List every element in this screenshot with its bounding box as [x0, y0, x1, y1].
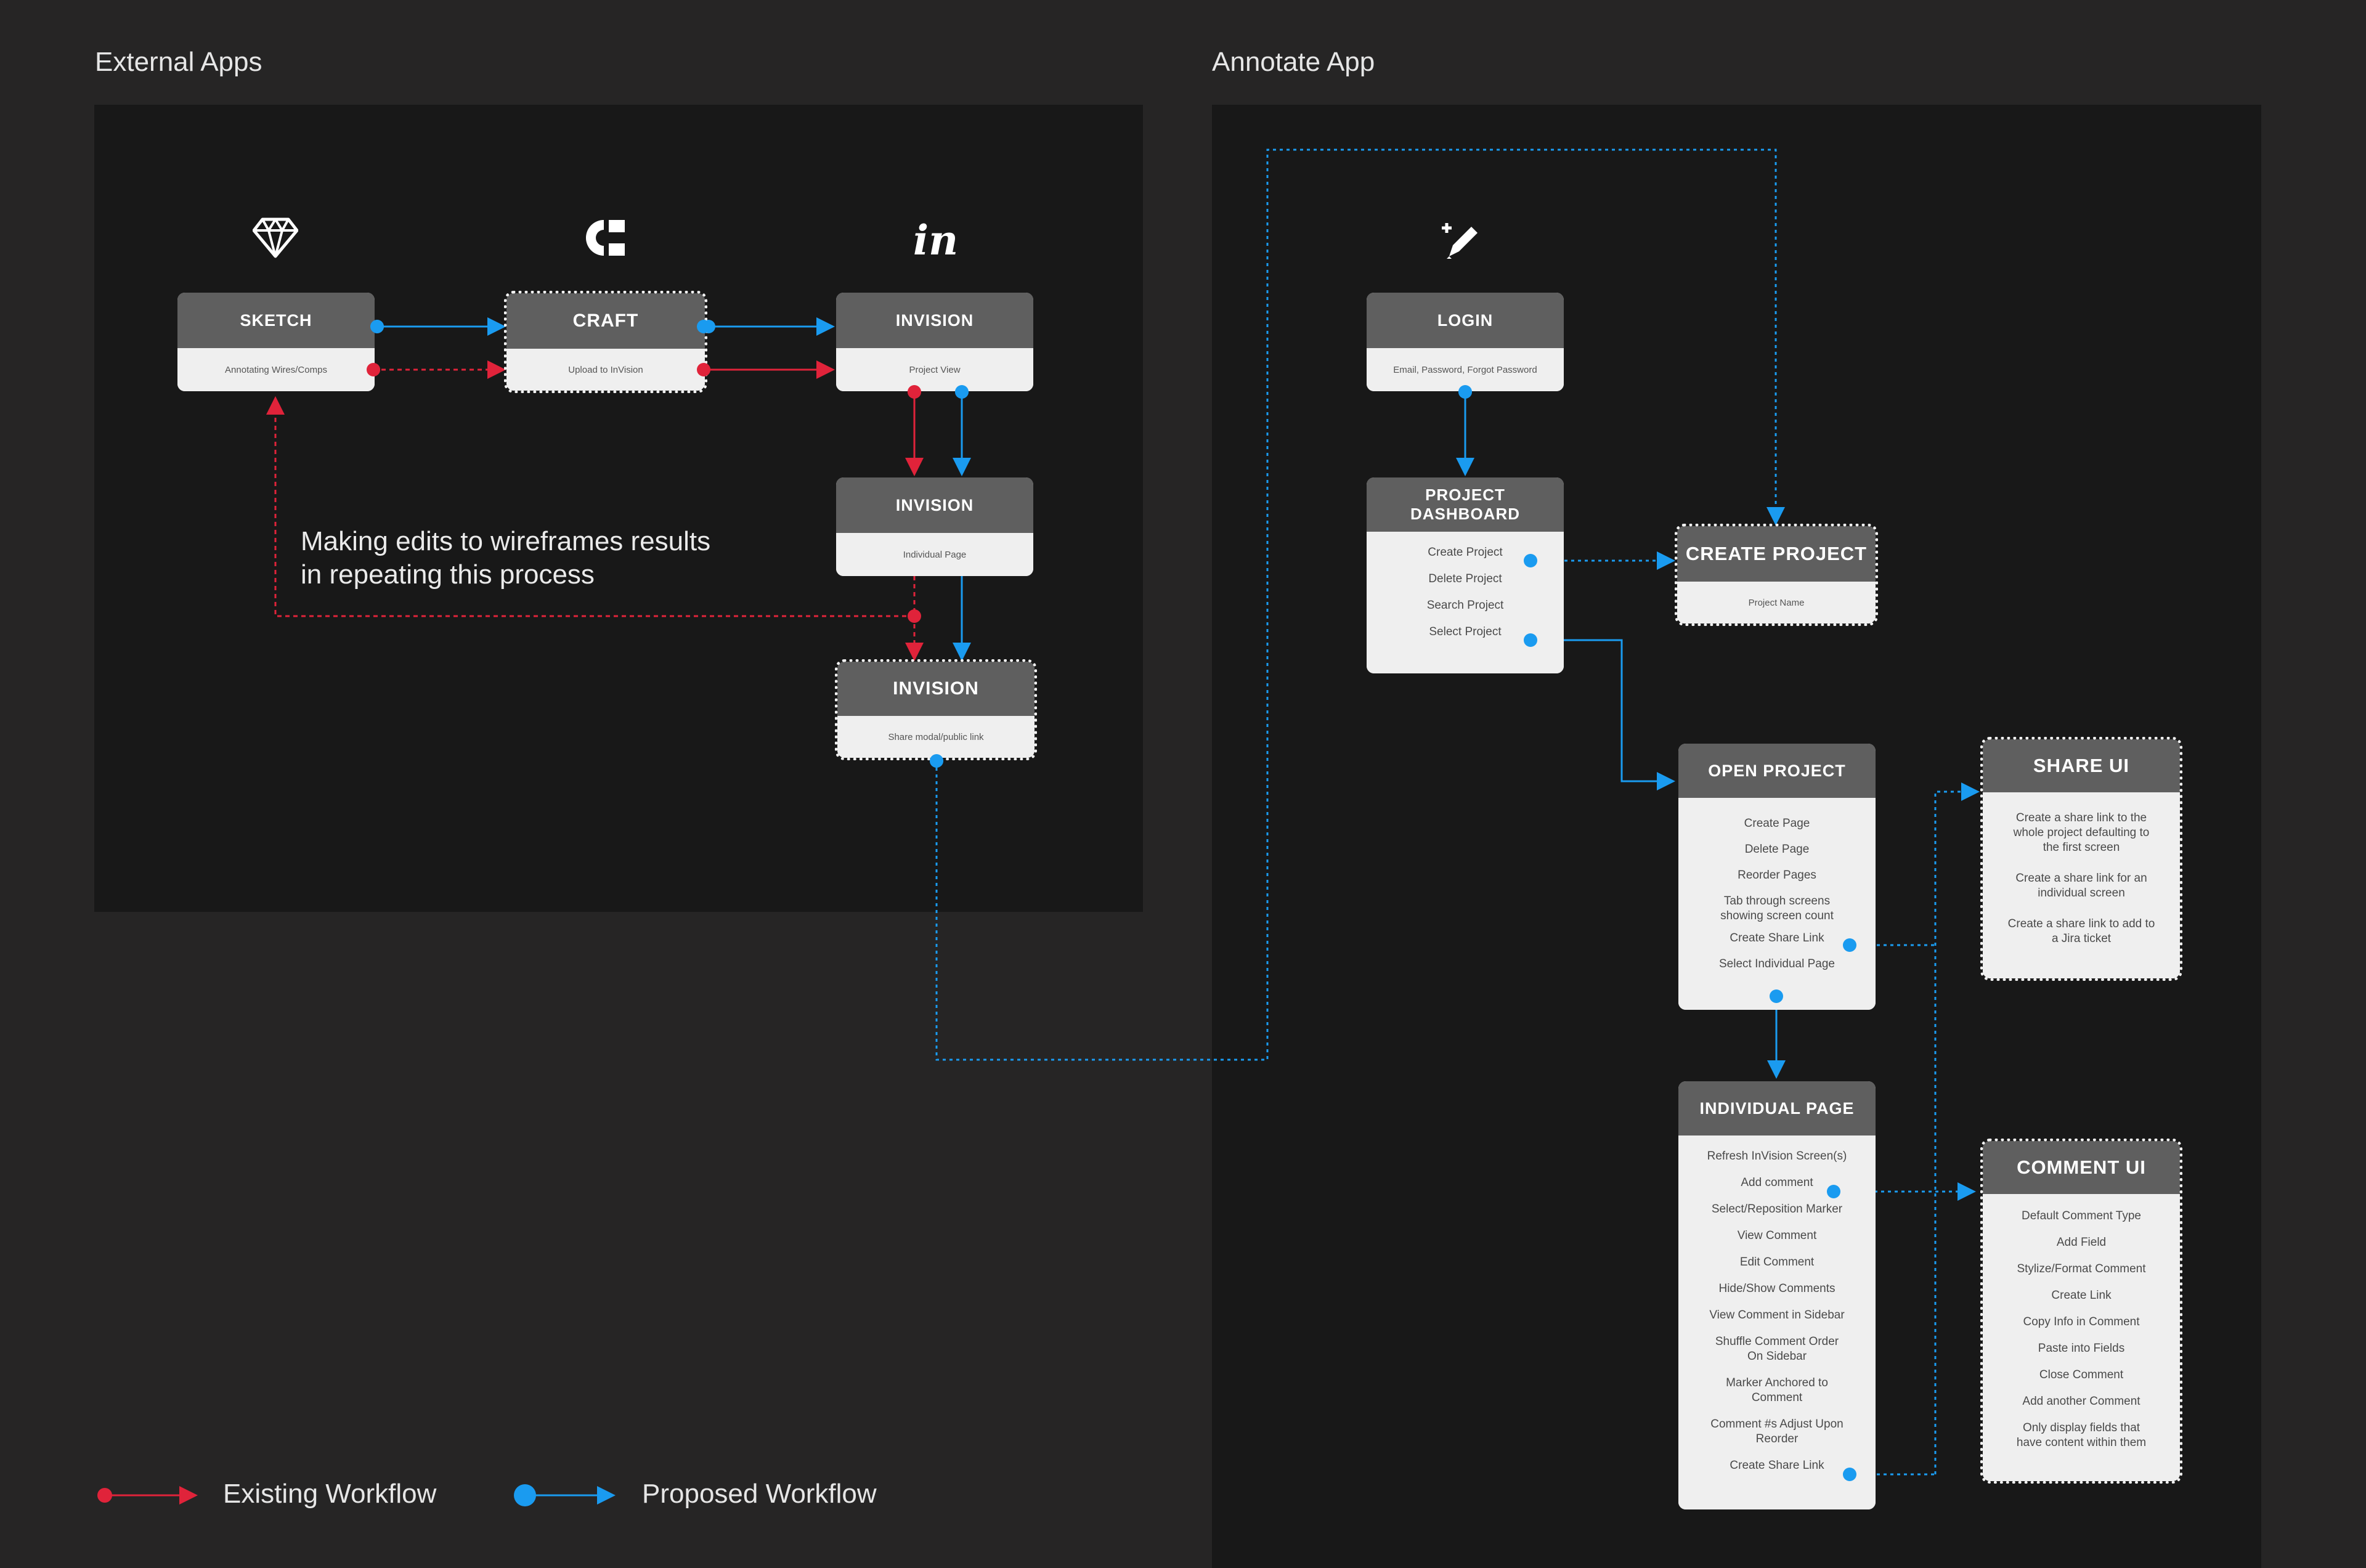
- annotate-pencil-icon: [1442, 223, 1478, 259]
- sketch-node-title: SKETCH: [177, 293, 375, 348]
- external-apps-title: External Apps: [95, 47, 262, 77]
- share-ui-item[interactable]: Create a share link for an individual sc…: [2015, 872, 2147, 900]
- legend-proposed-label: Proposed Workflow: [642, 1479, 877, 1509]
- invision-individual-page-node[interactable]: INVISION Individual Page: [836, 477, 1033, 576]
- create-project-node[interactable]: CREATE PROJECT Project Name: [1675, 524, 1878, 626]
- invision-individual-page-sub: Individual Page: [903, 549, 967, 560]
- invision-logo-icon: in: [913, 219, 957, 262]
- project-dashboard-title-line2: DASHBOARD: [1410, 505, 1520, 523]
- project-dashboard-title-line1: PROJECT: [1425, 485, 1505, 504]
- craft-logo-icon: [585, 220, 625, 256]
- share-ui-item[interactable]: Create a share link to add to a Jira tic…: [2007, 917, 2155, 945]
- individual-page-item-add-comment[interactable]: Add comment: [1741, 1176, 1813, 1189]
- open-project-item[interactable]: Tab through screens showing screen count: [1720, 895, 1834, 922]
- open-project-item-select-individual-page[interactable]: Select Individual Page: [1718, 957, 1835, 970]
- loop-note: Making edits to wireframes results in re…: [301, 525, 710, 591]
- craft-node-sub: Upload to InVision: [568, 364, 643, 375]
- open-project-item[interactable]: Delete Page: [1744, 843, 1810, 856]
- share-ui-title: SHARE UI: [1983, 739, 2180, 792]
- login-node[interactable]: LOGIN Email, Password, Forgot Password: [1367, 293, 1564, 391]
- open-project-item[interactable]: Create Page: [1744, 817, 1810, 830]
- login-node-sub: Email, Password, Forgot Password: [1393, 364, 1537, 375]
- dashboard-item-search-project[interactable]: Search Project: [1426, 599, 1504, 612]
- invision-individual-page-title: INVISION: [836, 477, 1033, 533]
- invision-share-title: INVISION: [837, 662, 1035, 716]
- comment-ui-item[interactable]: Stylize/Format Comment: [2017, 1262, 2146, 1275]
- sketch-node-sub: Annotating Wires/Comps: [225, 364, 327, 375]
- individual-page-item[interactable]: View Comment: [1737, 1229, 1817, 1242]
- share-ui-node[interactable]: SHARE UI Create a share link to the whol…: [1980, 737, 2182, 981]
- open-project-title: OPEN PROJECT: [1678, 744, 1876, 798]
- svg-text:in: in: [913, 219, 957, 262]
- legend-proposed-dot: [514, 1484, 536, 1506]
- individual-page-title: INDIVIDUAL PAGE: [1678, 1081, 1876, 1135]
- individual-page-item[interactable]: Comment #s Adjust Upon Reorder: [1710, 1418, 1844, 1445]
- legend-existing-dot: [97, 1488, 112, 1503]
- invision-share-sub: Share modal/public link: [888, 731, 984, 742]
- open-project-item-create-share-link[interactable]: Create Share Link: [1730, 932, 1824, 944]
- comment-ui-item[interactable]: Default Comment Type: [2022, 1209, 2141, 1222]
- invision-share-node[interactable]: INVISION Share modal/public link: [835, 659, 1037, 760]
- individual-page-item[interactable]: Edit Comment: [1739, 1256, 1815, 1269]
- individual-page-item[interactable]: Refresh InVision Screen(s): [1707, 1150, 1847, 1163]
- edge-dot: [908, 609, 921, 623]
- individual-page-item[interactable]: View Comment in Sidebar: [1709, 1309, 1845, 1322]
- comment-ui-item[interactable]: Paste into Fields: [2038, 1342, 2125, 1355]
- edge-dashboard-open-project: [1531, 639, 1675, 790]
- open-project-node[interactable]: OPEN PROJECT Create Page Delete Page Reo…: [1678, 744, 1876, 1010]
- individual-page-item-create-share-link[interactable]: Create Share Link: [1730, 1459, 1824, 1472]
- comment-ui-item[interactable]: Add another Comment: [2022, 1395, 2140, 1408]
- invision-project-view-sub: Project View: [909, 364, 961, 375]
- edge-inv3-create-project: [935, 148, 1785, 1061]
- individual-page-item[interactable]: Marker Anchored to Comment: [1726, 1376, 1828, 1404]
- dashboard-item-delete-project[interactable]: Delete Project: [1428, 572, 1502, 585]
- sketch-node[interactable]: SKETCH Annotating Wires/Comps: [177, 293, 375, 391]
- dashboard-item-create-project[interactable]: Create Project: [1428, 546, 1503, 559]
- invision-project-view-node[interactable]: INVISION Project View: [836, 293, 1033, 391]
- annotate-app-title: Annotate App: [1212, 47, 1375, 77]
- project-dashboard-title: PROJECT DASHBOARD: [1367, 477, 1564, 532]
- open-project-item[interactable]: Reorder Pages: [1738, 869, 1816, 882]
- comment-ui-item[interactable]: Only display fields that have content wi…: [2016, 1421, 2147, 1449]
- loop-note-line2: in repeating this process: [301, 559, 595, 590]
- login-node-title: LOGIN: [1367, 293, 1564, 348]
- dashboard-item-select-project[interactable]: Select Project: [1429, 625, 1502, 638]
- comment-ui-node[interactable]: COMMENT UI Default Comment Type Add Fiel…: [1980, 1139, 2182, 1484]
- craft-node-title: CRAFT: [506, 293, 705, 349]
- create-project-sub: Project Name: [1748, 597, 1805, 608]
- individual-page-node[interactable]: INDIVIDUAL PAGE Refresh InVision Screen(…: [1678, 1081, 1876, 1509]
- comment-ui-item[interactable]: Close Comment: [2039, 1368, 2124, 1381]
- comment-ui-item[interactable]: Create Link: [2051, 1289, 2112, 1302]
- individual-page-item[interactable]: Shuffle Comment Order On Sidebar: [1715, 1335, 1839, 1363]
- invision-project-view-title: INVISION: [836, 293, 1033, 348]
- comment-ui-title: COMMENT UI: [1983, 1141, 2180, 1194]
- loop-note-line1: Making edits to wireframes results: [301, 526, 711, 556]
- individual-page-item[interactable]: Select/Reposition Marker: [1711, 1203, 1843, 1216]
- individual-page-item[interactable]: Hide/Show Comments: [1718, 1282, 1835, 1295]
- legend-existing-label: Existing Workflow: [223, 1479, 437, 1509]
- comment-ui-item[interactable]: Copy Info in Comment: [2023, 1315, 2140, 1328]
- project-dashboard-node[interactable]: PROJECT DASHBOARD Create Project Delete …: [1367, 477, 1564, 673]
- share-ui-item[interactable]: Create a share link to the whole project…: [2013, 811, 2150, 854]
- sketch-diamond-icon: [253, 217, 298, 258]
- create-project-title: CREATE PROJECT: [1677, 526, 1876, 582]
- craft-node[interactable]: CRAFT Upload to InVision: [504, 291, 707, 393]
- comment-ui-item[interactable]: Add Field: [2056, 1236, 2107, 1249]
